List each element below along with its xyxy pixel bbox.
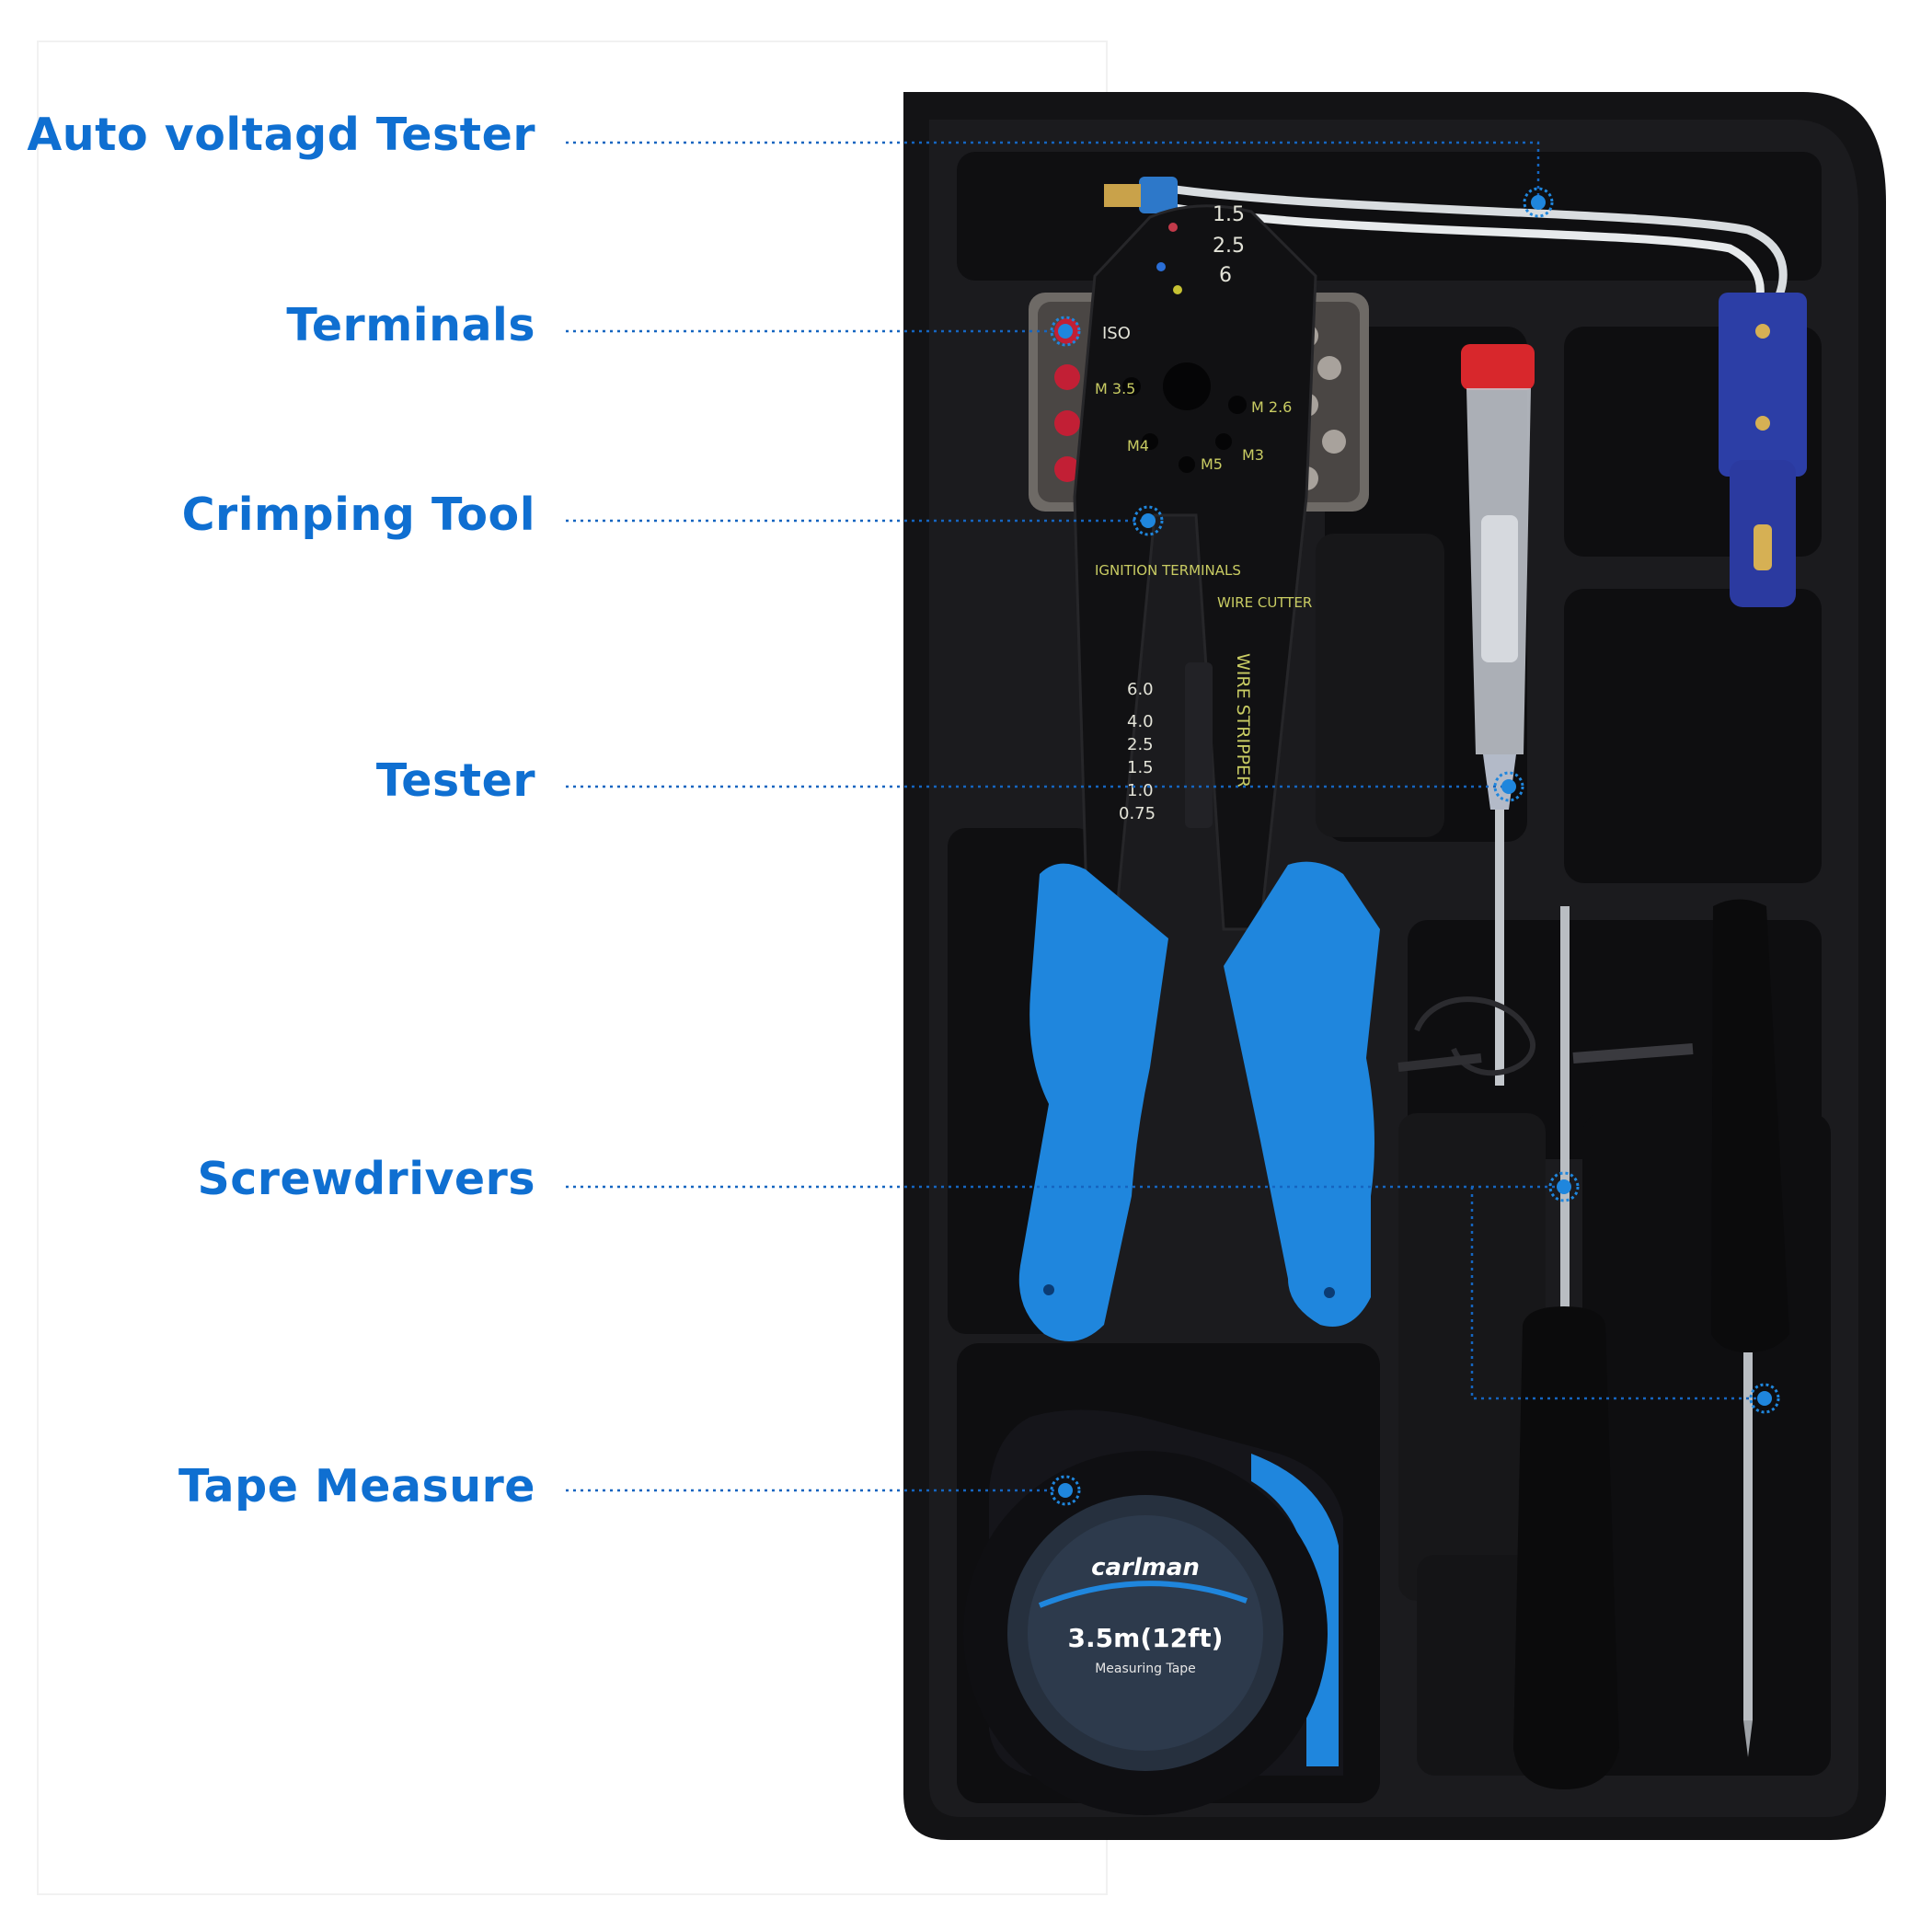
crimper-gauge-2: 4.0: [1127, 712, 1154, 731]
label-tester: Tester: [375, 754, 535, 807]
crimper-gauge-4: 1.5: [1127, 758, 1154, 777]
crimping-tool: [1018, 204, 1380, 1341]
label-tape-measure: Tape Measure: [178, 1460, 535, 1512]
crimper-size-1: 1.5: [1213, 203, 1245, 226]
tape-size: 3.5m(12ft): [1068, 1623, 1224, 1653]
label-crimping-tool: Crimping Tool: [181, 489, 535, 541]
marker-crimping: [1133, 505, 1164, 536]
crimper-m2-6: M 2.6: [1251, 398, 1292, 416]
crimper-gauge-1: 6.0: [1127, 680, 1154, 699]
callout-line-screwdrivers-branch: [1470, 1187, 1765, 1400]
label-terminals: Terminals: [286, 299, 535, 351]
crimper-m4: M4: [1127, 437, 1149, 454]
crimper-ignition: IGNITION TERMINALS: [1095, 562, 1241, 579]
tape-measure: [963, 1409, 1343, 1815]
screwdrivers: [1513, 899, 1789, 1789]
auto-voltage-tester: [1104, 177, 1807, 607]
marker-auto-voltage: [1523, 187, 1554, 218]
crimper-iso: ISO: [1102, 324, 1131, 343]
marker-tape: [1050, 1475, 1081, 1506]
callout-line-auto-voltage: [566, 141, 1540, 202]
crimper-wire-stripper: WIRE STRIPPER: [1233, 653, 1253, 788]
crimper-size-3: 6: [1219, 264, 1232, 287]
test-lead: [1397, 996, 1694, 1076]
crimper-m5: M5: [1201, 455, 1223, 473]
crimper-wire-cutter: WIRE CUTTER: [1217, 594, 1312, 611]
tape-markings: carlman 3.5m(12ft) Measuring Tape: [1068, 1554, 1224, 1676]
crimper-markings: 1.5 2.5 6 ISO M 3.5 M4 M5 M3 M 2.6 IGNIT…: [1095, 203, 1312, 823]
tape-subtitle: Measuring Tape: [1095, 1662, 1196, 1676]
crimper-size-2: 2.5: [1213, 235, 1245, 258]
crimper-gauge-5: 1.0: [1127, 781, 1154, 800]
marker-screwdriver-2: [1749, 1383, 1780, 1414]
circuit-tester: [1461, 344, 1535, 1086]
callout-markers: [1050, 187, 1780, 1506]
marker-screwdriver-1: [1548, 1171, 1580, 1202]
crimper-m3-5: M 3.5: [1095, 380, 1135, 397]
marker-terminals: [1050, 316, 1081, 347]
label-auto-voltage-tester: Auto voltagd Tester: [27, 109, 535, 161]
marker-tester: [1493, 771, 1524, 802]
tape-brand: carlman: [1091, 1554, 1200, 1581]
callout-lines: [566, 141, 1765, 1492]
crimper-gauge-3: 2.5: [1127, 735, 1154, 754]
crimper-gauge-6: 0.75: [1119, 804, 1156, 823]
crimper-m3: M3: [1242, 446, 1264, 464]
label-screwdrivers: Screwdrivers: [197, 1153, 535, 1205]
